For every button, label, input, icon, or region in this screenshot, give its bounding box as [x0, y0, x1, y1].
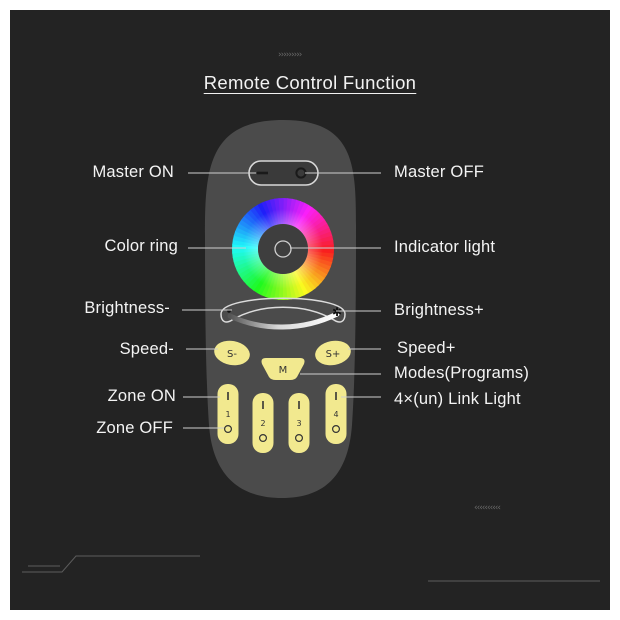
svg-text:S+: S+ [326, 349, 341, 360]
label-link-light: 4×(un) Link Light [394, 390, 521, 408]
svg-text:M: M [279, 365, 288, 376]
label-speed-minus: Speed- [119, 340, 174, 358]
label-zone-off: Zone OFF [96, 419, 173, 437]
speed-plus-button: S+ [315, 340, 351, 366]
zone-number-label: 1 [225, 410, 230, 419]
label-zone-on: Zone ON [107, 387, 176, 405]
master-switch [248, 160, 319, 186]
brightness-plus-icon: ✱ [332, 305, 342, 319]
label-color-ring: Color ring [104, 237, 178, 255]
zone-off-icon [332, 425, 341, 434]
brightness-slider-track [227, 311, 340, 330]
label-speed-plus: Speed+ [397, 339, 456, 357]
zone-buttons: 1 2 3 4 [217, 384, 347, 453]
leader-lines [182, 172, 381, 429]
indicator-light [274, 240, 292, 258]
mode-button: M [261, 358, 305, 380]
bottom-chevron-decoration: ‹‹‹‹‹‹‹‹‹‹ [474, 503, 501, 513]
zone-2-button[interactable]: 2 [252, 393, 274, 453]
label-indicator-light: Indicator light [394, 238, 496, 256]
svg-text:S-: S- [227, 349, 237, 360]
zone-4-button[interactable]: 4 [325, 384, 347, 444]
zone-off-icon [224, 425, 233, 434]
label-master-on: Master ON [92, 163, 174, 181]
brightness-slider-outline [220, 297, 346, 323]
zone-off-icon [295, 434, 304, 443]
zone-number-label: 4 [333, 410, 338, 419]
zone-1-button[interactable]: 1 [217, 384, 239, 444]
zone-number-label: 3 [296, 419, 301, 428]
zone-3-button[interactable]: 3 [288, 393, 310, 453]
zone-off-icon [259, 434, 268, 443]
circuit-decoration [22, 555, 600, 582]
label-brightness-plus: Brightness+ [394, 301, 484, 319]
color-ring-center [258, 224, 308, 274]
top-chevron-decoration: ››››››››› [278, 50, 302, 60]
diagram-title: Remote Control Function [203, 72, 417, 93]
label-master-off: Master OFF [394, 163, 485, 181]
label-modes: Modes(Programs) [394, 364, 530, 382]
speed-minus-button: S- [214, 340, 250, 366]
zone-number-label: 2 [260, 419, 265, 428]
label-brightness-minus: Brightness- [84, 299, 170, 317]
